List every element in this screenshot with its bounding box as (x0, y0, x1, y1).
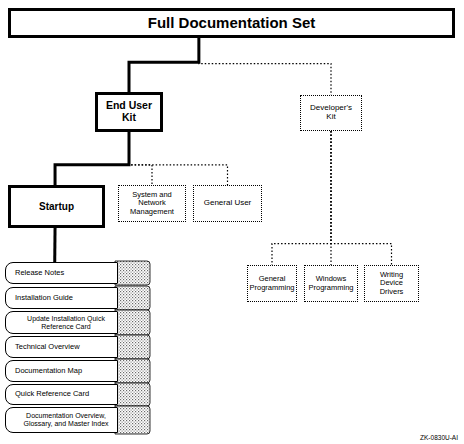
doc-box: Windows Programming (304, 265, 358, 302)
box-label: General Programming (250, 275, 295, 292)
optional-connector (330, 131, 331, 265)
doc-box: Full Documentation Set (8, 8, 455, 38)
book-title: Documentation Map (15, 367, 82, 375)
box-label: Full Documentation Set (148, 15, 316, 32)
book-title: Update Installation Quick Reference Card (26, 315, 106, 331)
book-spine: Update Installation Quick Reference Card (5, 311, 118, 334)
main-connector (53, 228, 56, 262)
main-connector (129, 38, 199, 92)
book-spine: Documentation Map (5, 360, 118, 382)
book-spine: Technical Overview (5, 336, 118, 358)
book-title: Quick Reference Card (15, 390, 89, 398)
book-spine: Quick Reference Card (5, 384, 118, 405)
box-label: End User Kit (105, 100, 153, 124)
book-title: Documentation Overview, Glossary, and Ma… (16, 412, 116, 428)
book-pages (115, 383, 150, 406)
optional-connector (129, 132, 228, 185)
book-spine: Documentation Overview, Glossary, and Ma… (5, 407, 118, 433)
book-title: Technical Overview (15, 343, 80, 351)
doc-box: System and Network Management (118, 185, 186, 222)
optional-connector (272, 131, 331, 265)
doc-box: End User Kit (95, 92, 163, 132)
book-spine: Installation Guide (5, 287, 118, 309)
book-pages (115, 286, 150, 310)
book-spine: Release Notes (5, 262, 118, 284)
optional-connector (199, 38, 331, 95)
optional-connector (129, 132, 152, 185)
book-pages (115, 406, 150, 434)
doc-box: Writing Device Drivers (364, 265, 419, 302)
box-label: Developer's Kit (308, 104, 354, 122)
figure-code: ZK-0830U-AI (420, 434, 458, 441)
box-label: Windows Programming (307, 275, 355, 292)
box-label: Writing Device Drivers (368, 271, 415, 296)
book-title: Installation Guide (15, 294, 73, 302)
box-label: System and Network Management (123, 191, 181, 216)
book-pages (115, 359, 150, 383)
book-title: Release Notes (15, 269, 64, 277)
optional-connector (331, 131, 392, 265)
book-pages (115, 310, 150, 335)
doc-box: Developer's Kit (300, 95, 362, 131)
doc-box: General Programming (247, 265, 297, 302)
main-connector (55, 132, 129, 185)
book-pages (115, 335, 150, 359)
book-pages (115, 261, 150, 285)
doc-box: Startup (8, 185, 105, 228)
box-label: General User (204, 199, 252, 208)
doc-box: General User (193, 185, 262, 222)
box-label: Startup (39, 201, 74, 212)
